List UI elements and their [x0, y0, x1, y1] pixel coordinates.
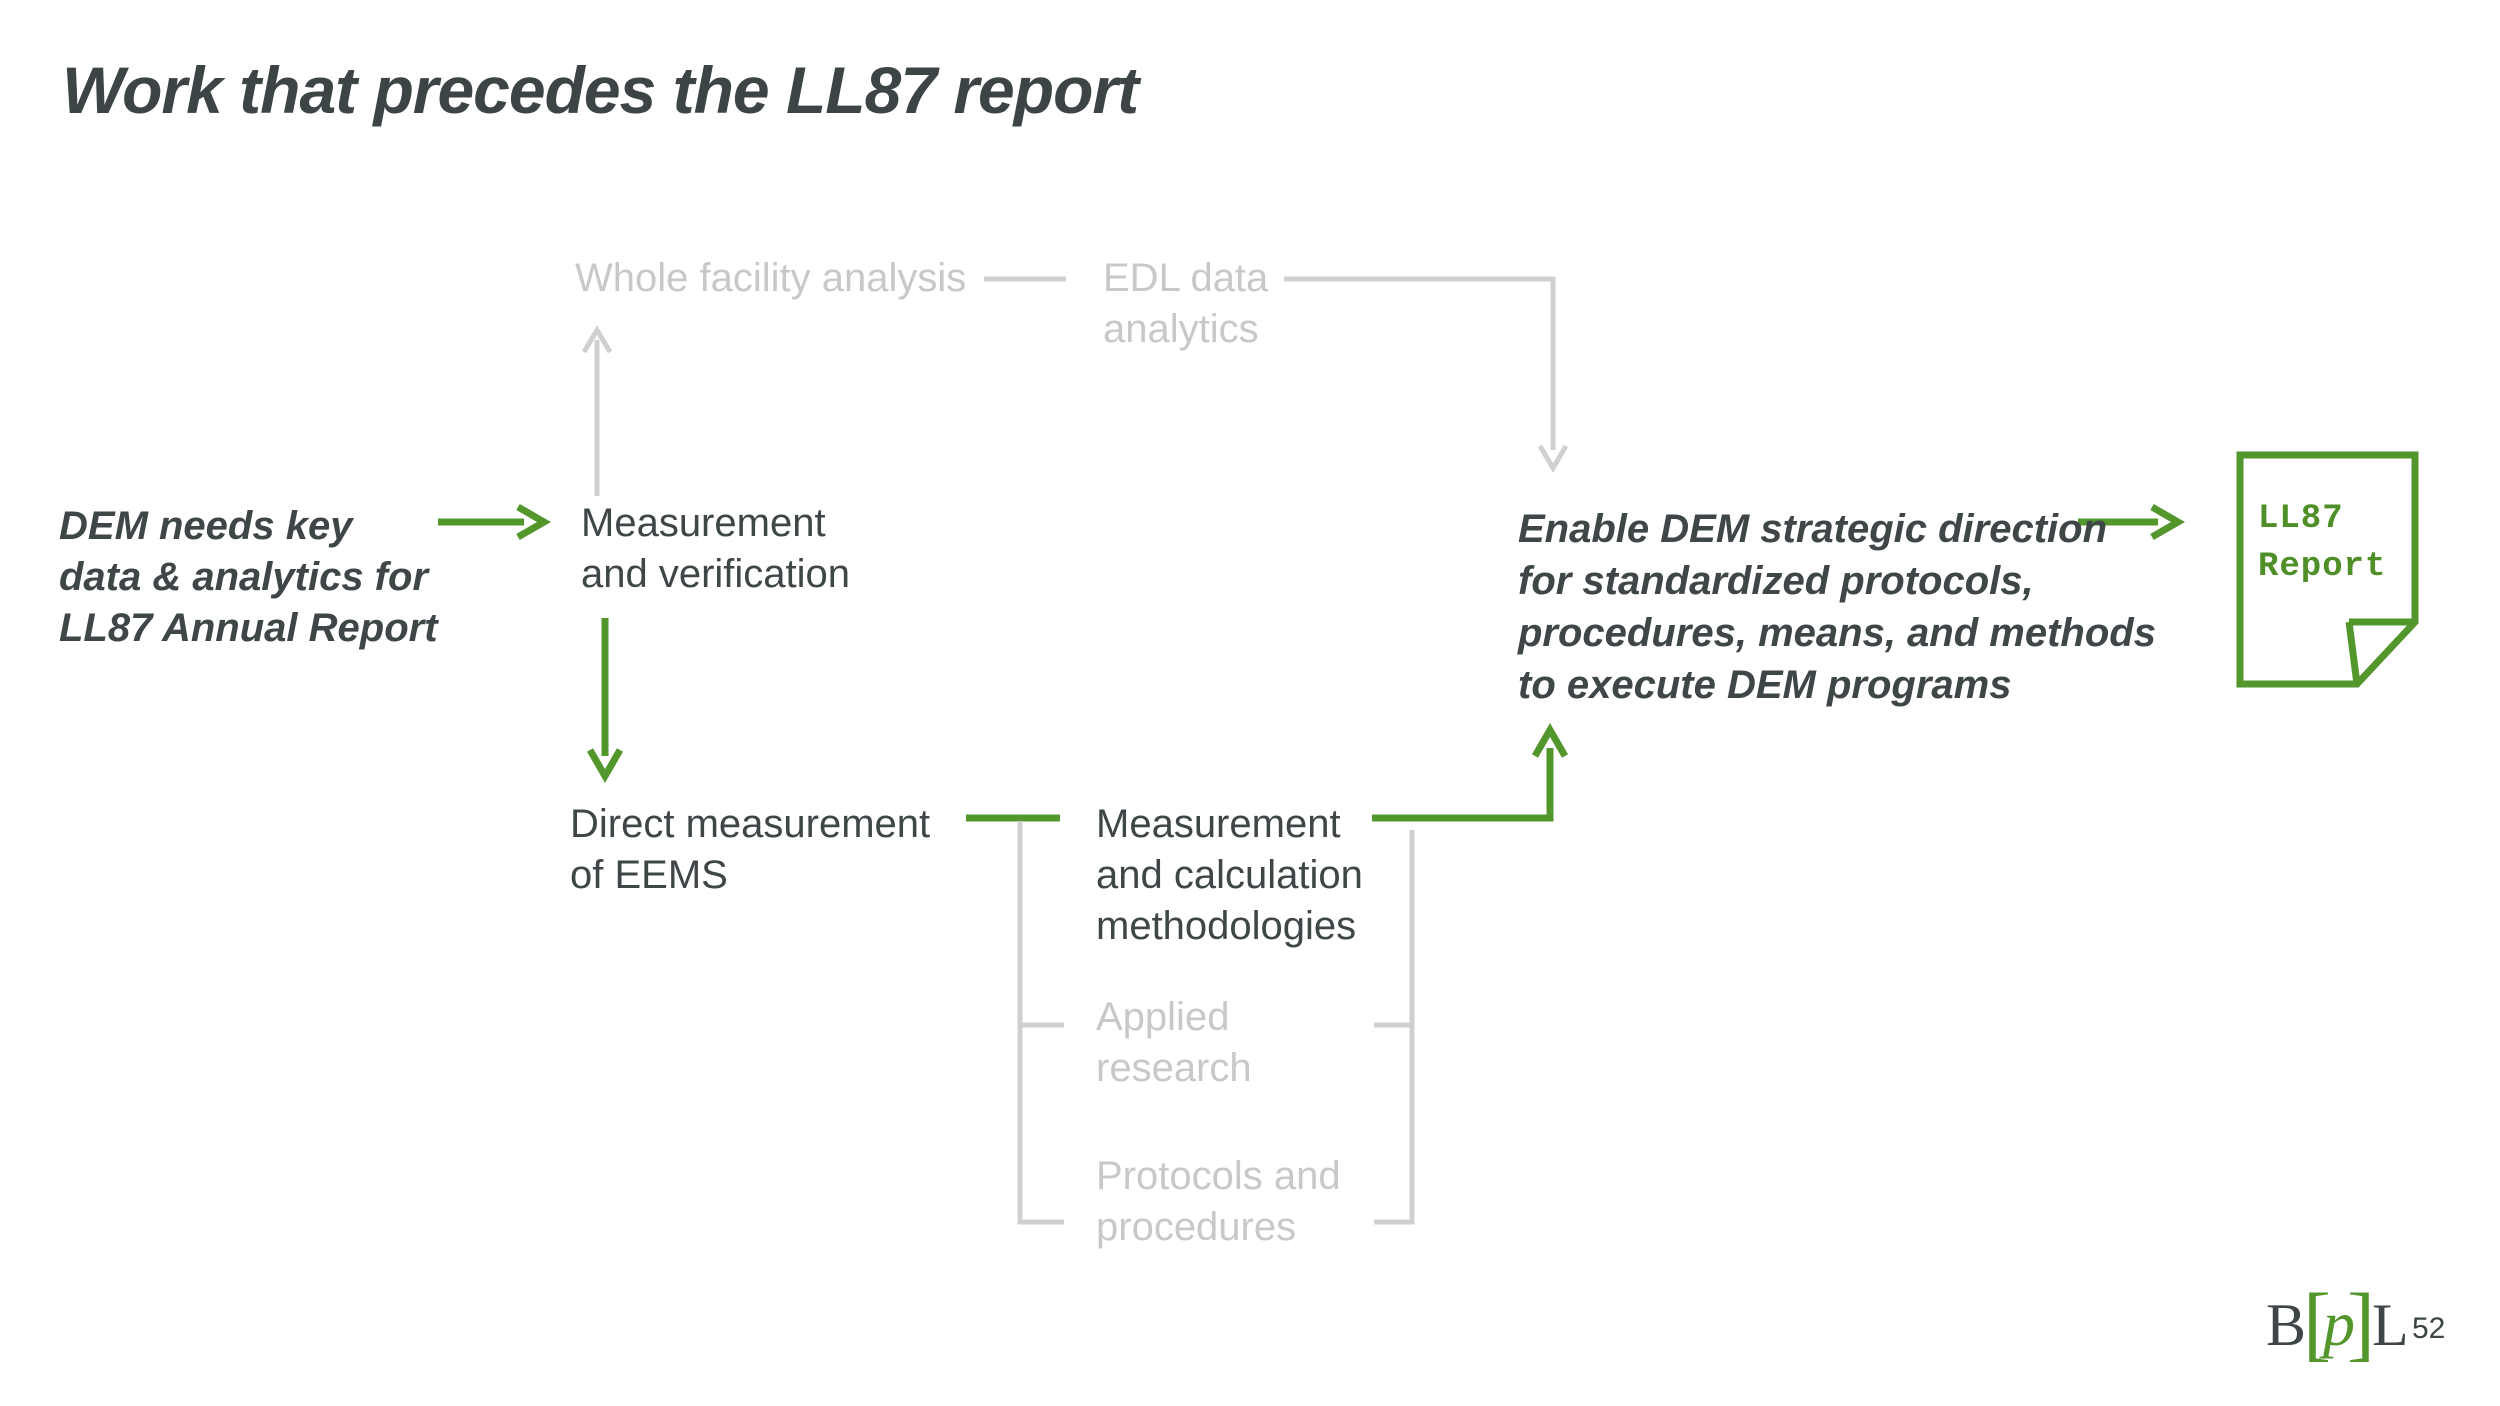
ll87-report-document: LL87 Report [2236, 451, 2426, 696]
node-direct-measurement-eems: Direct measurement of EEMS [570, 802, 931, 897]
connector-enable-report-arrow [2078, 503, 2186, 541]
connector-mcm-enable-arrow [1372, 722, 1569, 822]
logo-open-bracket-icon: [ [2303, 1277, 2332, 1370]
slide-title: Work that precedes the LL87 report [62, 53, 1139, 127]
node-measurement-calculation-methodologies: Measurement and calculation methodologie… [1096, 802, 1363, 948]
node-dem-needs-statement: DEM needs key data & analytics for LL87 … [59, 504, 438, 650]
node-edl-data-analytics: EDL data analytics [1103, 256, 1269, 351]
connector-demneeds-mv-arrow [438, 503, 552, 541]
logo-close-bracket-icon: ] [2347, 1277, 2375, 1370]
node-enable-dem-statement: Enable DEM strategic direction for stand… [1518, 507, 2156, 707]
connector-edl-enable-arrow [1284, 276, 1569, 473]
node-applied-research: Applied research [1096, 995, 1252, 1090]
bracket-right-group [1374, 830, 1415, 1225]
logo-letter-p: p [2323, 1288, 2356, 1359]
node-protocols-procedures: Protocols and procedures [1096, 1154, 1341, 1249]
page-number: 52 [2412, 1312, 2446, 1345]
connector-mv-direct-arrow [586, 618, 624, 784]
bracket-left-group [1017, 821, 1064, 1225]
logo-letter-b: B [2266, 1292, 2307, 1358]
connector-mv-wholefacility-arrow [581, 325, 613, 496]
logo-bpl: B[p]L [2266, 1282, 2409, 1381]
logo-letter-l: L [2372, 1292, 2409, 1358]
ll87-report-label: LL87 Report [2258, 500, 2387, 586]
document-page-icon [2236, 451, 2419, 688]
node-whole-facility-analysis: Whole facility analysis [575, 256, 967, 300]
node-measurement-verification: Measurement and verification [581, 501, 851, 596]
